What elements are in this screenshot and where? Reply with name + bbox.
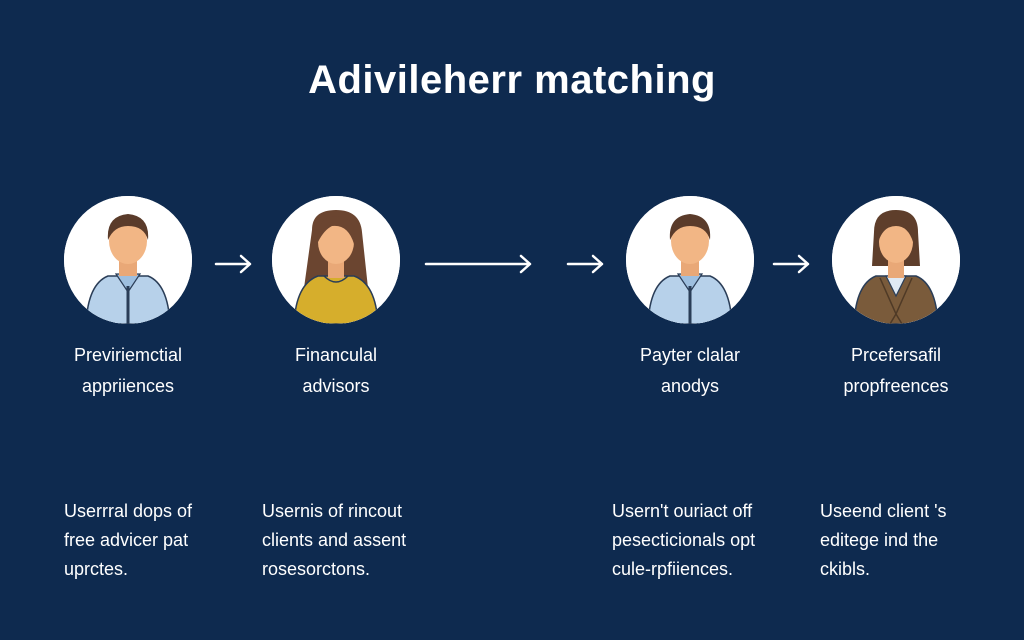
step-4-description: Useend client 's editege ind the ckibls. [820,501,947,579]
arrow-right-icon [772,252,812,276]
step-2-avatar [272,196,400,324]
step-2-description: Usernis of rincout clients and assent ro… [262,501,407,579]
man-avatar-icon [626,196,754,324]
step-3-avatar [626,196,754,324]
arrow-right-icon [566,252,606,276]
woman-avatar-icon [272,196,400,324]
arrow-right-icon [214,252,254,276]
step-3-description: Usern't ouriact off pesecticionals opt c… [612,501,756,579]
step-3-label: Payter clalar anodys [639,345,741,396]
step-2-label: Financulal advisors [294,345,378,396]
man-avatar-icon [64,196,192,324]
step-1-description: Userrral dops of free advicer pat uprcte… [64,501,193,579]
woman-suit-avatar-icon [832,196,960,324]
step-1-label: Previriemctial appriiences [73,345,183,396]
arrow-long-right-icon [424,252,534,276]
page-title: Adivileherr matching [308,58,716,102]
step-1-avatar [64,196,192,324]
step-4-avatar [832,196,960,324]
step-4-label: Prcefersafil propfreences [843,345,949,396]
